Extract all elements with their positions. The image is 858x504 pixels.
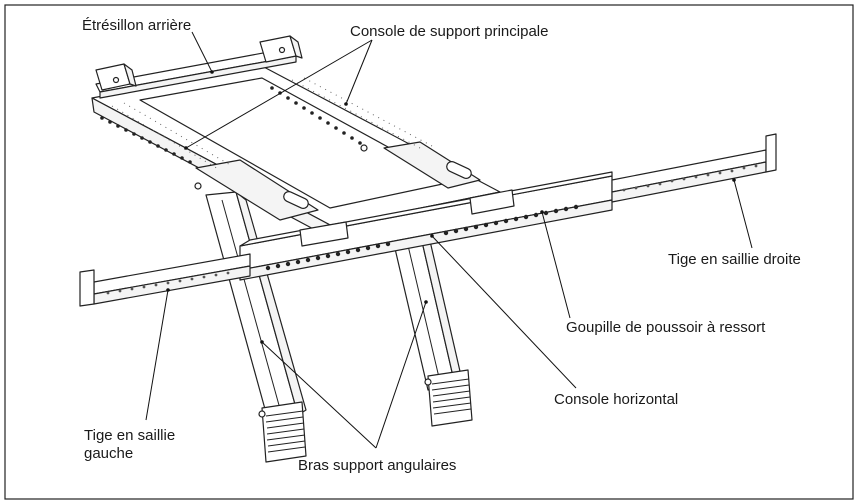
diagram-border <box>4 4 854 500</box>
left-projecting-rod <box>79 253 251 307</box>
label-left-projecting-rod-line2: gauche <box>84 445 133 462</box>
main-support-console <box>91 65 501 241</box>
label-angular-support-arms: Bras support angulaires <box>298 457 456 474</box>
right-projecting-rod <box>611 133 777 203</box>
frame-holes-left <box>100 116 192 164</box>
right-rod-dots <box>622 164 758 192</box>
label-horizontal-console: Console horizontal <box>554 391 678 408</box>
label-main-support-console: Console de support principale <box>350 23 548 40</box>
label-rear-brace: Étrésillon arrière <box>82 17 191 34</box>
label-right-projecting-rod: Tige en saillie droite <box>668 251 801 268</box>
left-rod-dots <box>106 271 230 295</box>
label-left-projecting-rod-line1: Tige en saillie <box>84 427 175 444</box>
label-spring-plunger-pin: Goupille de poussoir à ressort <box>566 319 766 336</box>
horizontal-holes <box>265 204 579 271</box>
rear-brace <box>95 35 303 99</box>
leader-lines <box>145 31 753 449</box>
frame-holes-right <box>270 86 362 145</box>
